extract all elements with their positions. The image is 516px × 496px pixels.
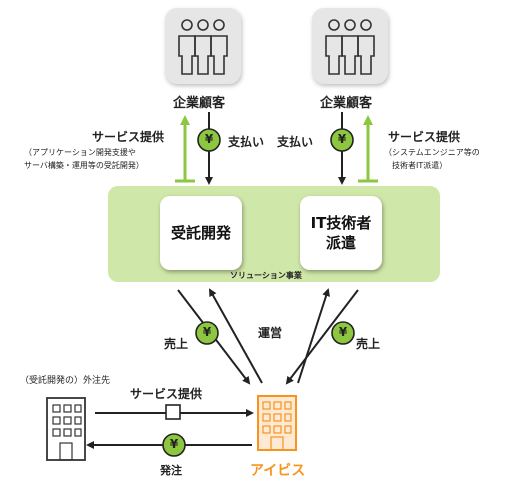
people-icon (325, 19, 375, 75)
yen-symbol: ¥ (202, 325, 212, 339)
it-dispatch-card: IT技術者派遣 (300, 196, 382, 270)
left-service-title: サービス提供 (92, 130, 165, 144)
right-sales-arrow (285, 289, 359, 385)
left-customer-label: 企業顧客 (173, 96, 226, 111)
right-service-note-1: （システムエンジニア等の (384, 148, 480, 157)
yen-symbol: ¥ (338, 325, 348, 339)
contract-development-label: 受託開発 (170, 224, 231, 242)
aibis-building-icon (257, 395, 297, 451)
order-label: 発注 (160, 464, 182, 477)
yen-symbol: ¥ (337, 132, 347, 146)
outsource-service-label: サービス提供 (130, 387, 203, 401)
right-customer-icon (312, 8, 388, 84)
operation-arrow (209, 288, 263, 384)
right-sales-label: 売上 (356, 337, 381, 351)
company-name: アイビス (250, 463, 306, 479)
service-box-icon (165, 404, 181, 420)
operation-arrow-right (297, 288, 330, 384)
left-customer-icon (165, 8, 241, 84)
yen-coin-icon (162, 128, 355, 457)
left-payment-label: 支払い (228, 135, 265, 149)
left-sales-label: 売上 (164, 337, 189, 351)
contract-development-card: 受託開発 (160, 196, 242, 270)
right-customer-label: 企業顧客 (320, 96, 373, 111)
outsource-label: （受託開発の）外注先 (20, 376, 111, 386)
right-service-note-2: 技術者IT派遣） (392, 161, 448, 170)
yen-symbol: ¥ (204, 132, 214, 146)
right-payment-label: 支払い (277, 135, 314, 149)
left-service-note-2: サーバ構築・運用等の受託開発） (24, 161, 144, 170)
it-dispatch-label: IT技術者派遣 (310, 214, 372, 252)
left-service-note-1: （アプリケーション開発支援や (24, 148, 136, 157)
operation-label: 運営 (258, 326, 283, 340)
solution-band-label: ソリューション事業 (230, 271, 302, 280)
right-service-title: サービス提供 (388, 130, 461, 144)
yen-symbol: ¥ (169, 437, 179, 451)
outsource-building-icon (46, 397, 86, 461)
people-icon (178, 19, 228, 75)
